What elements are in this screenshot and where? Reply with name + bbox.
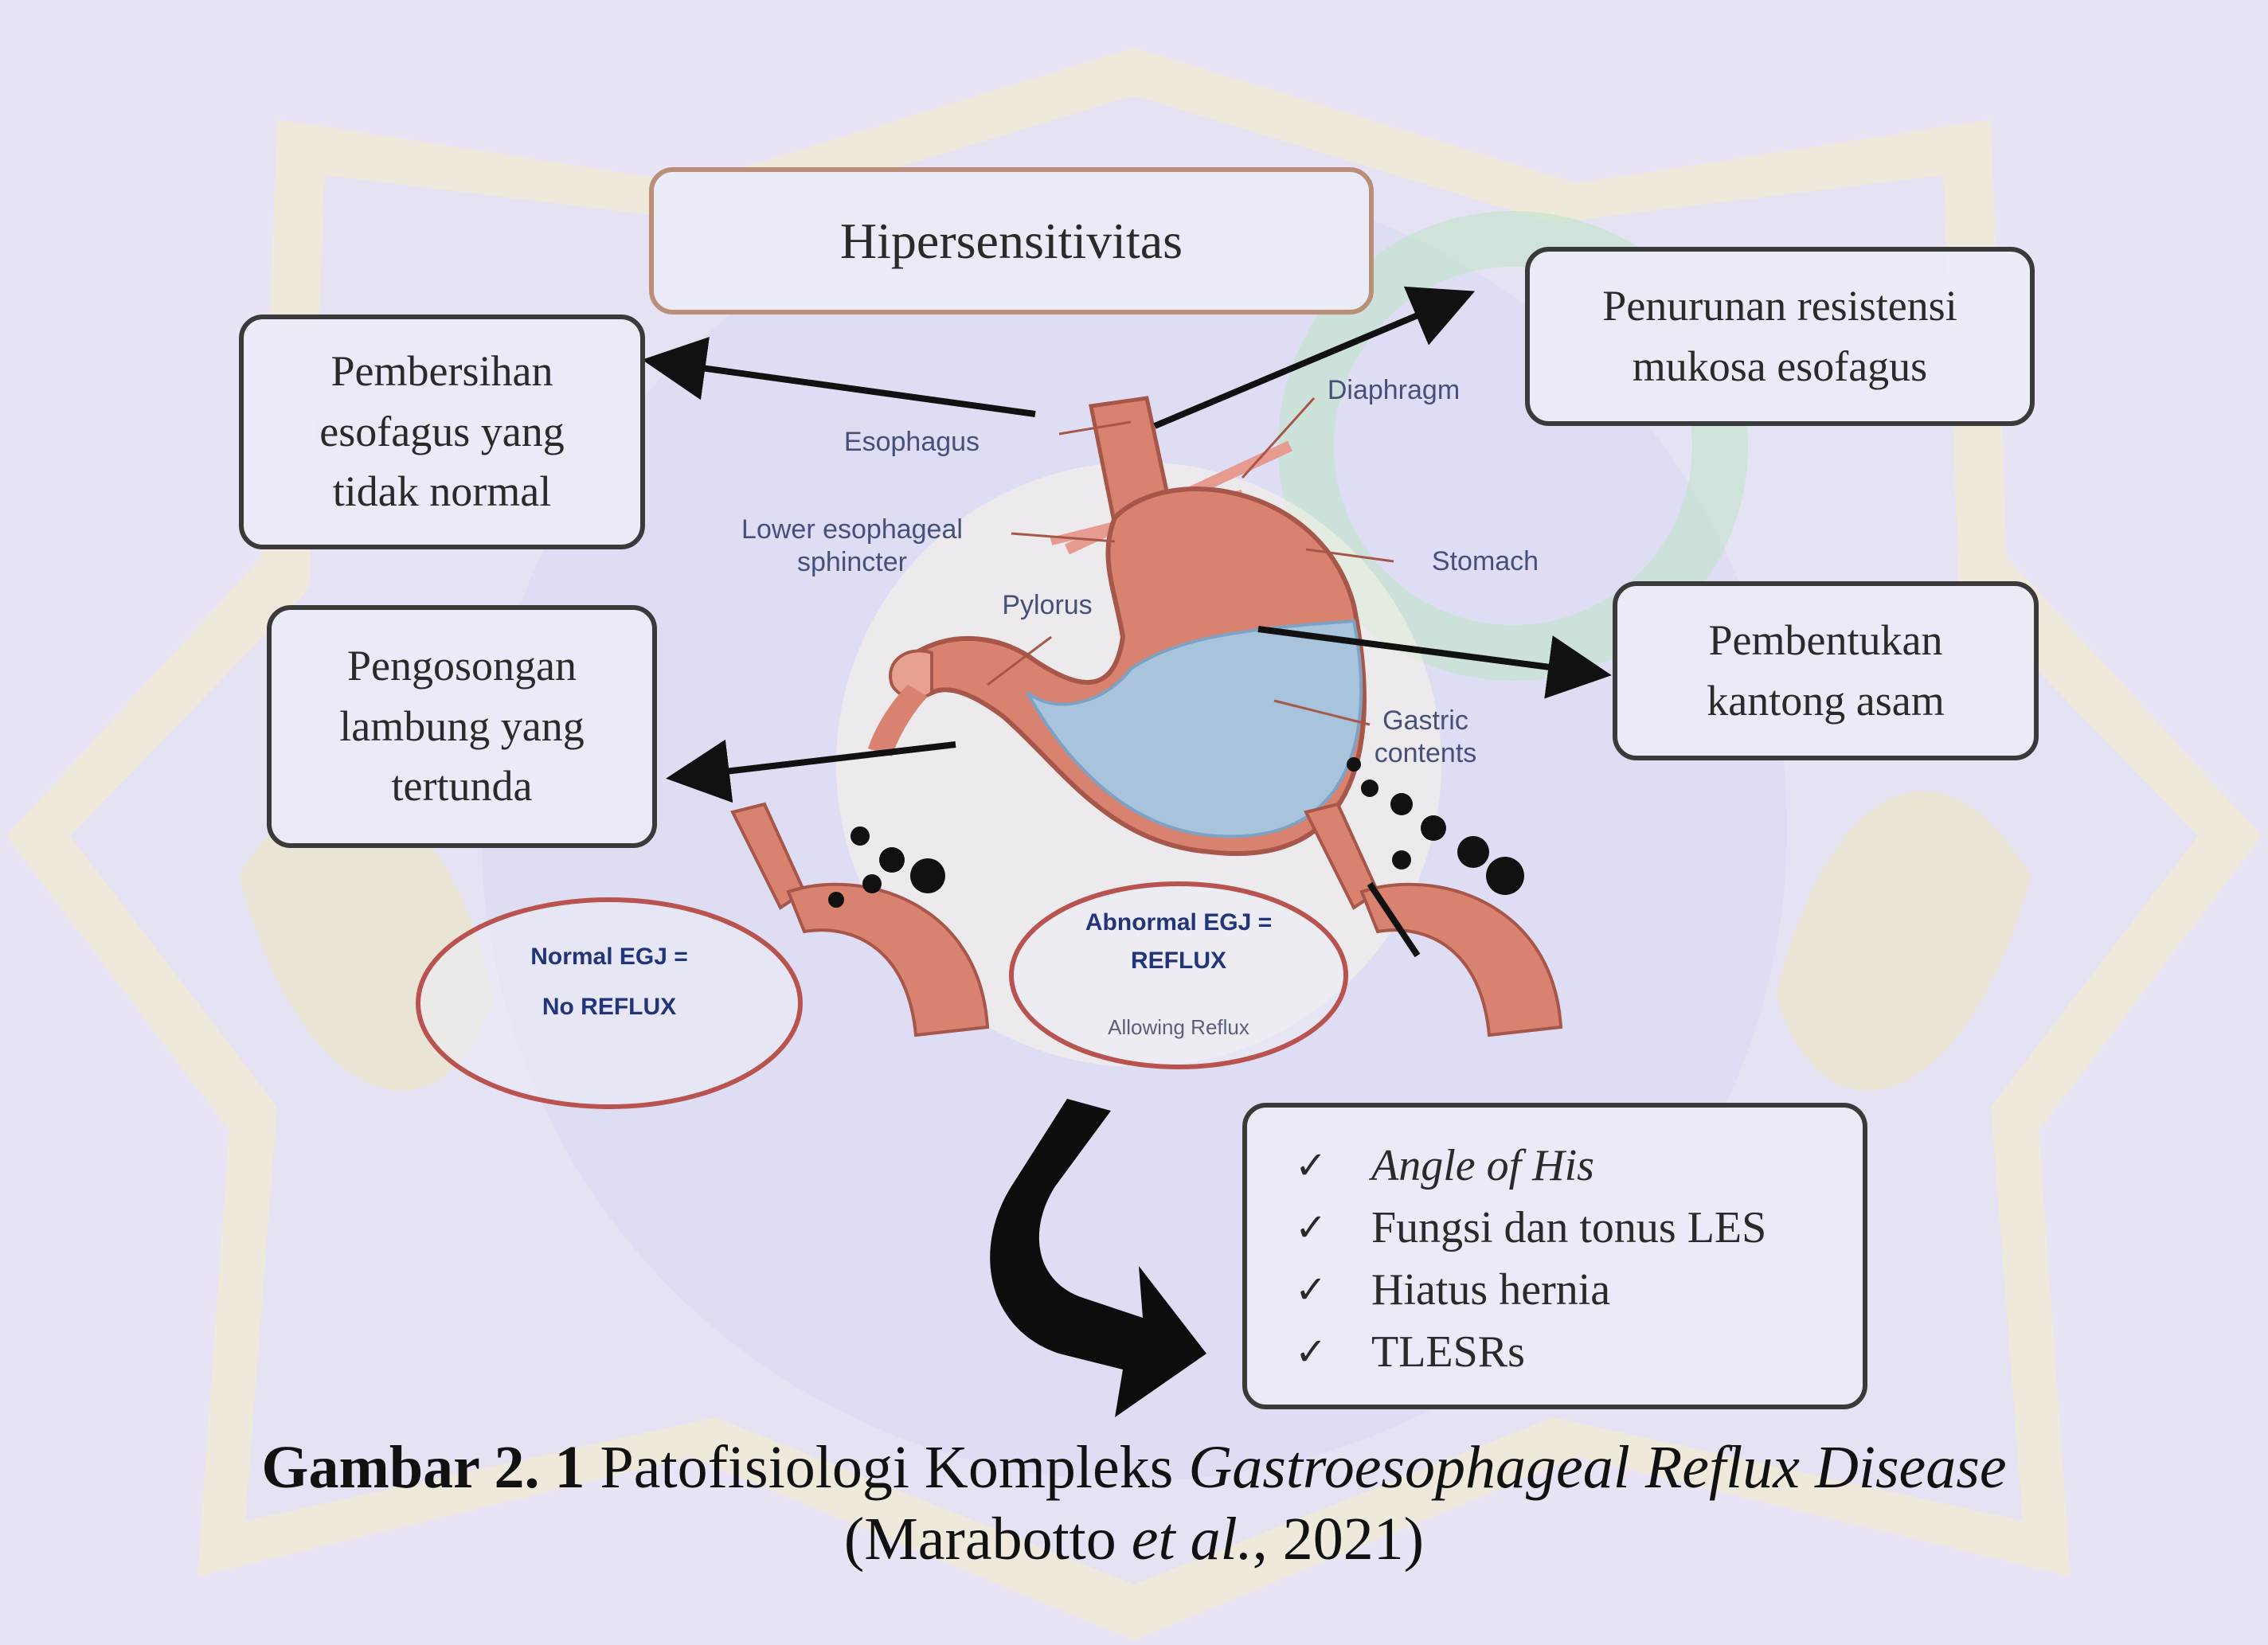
check-icon: ✓ bbox=[1295, 1135, 1371, 1197]
hipersensitivitas-label: Hipersensitivitas bbox=[840, 205, 1183, 277]
check-icon: ✓ bbox=[1295, 1321, 1371, 1383]
label-les: Lower esophageal sphincter bbox=[701, 514, 1003, 579]
citation-italic: et al. bbox=[1132, 1506, 1253, 1573]
check-icon: ✓ bbox=[1295, 1259, 1371, 1321]
caption-label: Gambar 2. 1 bbox=[261, 1434, 600, 1501]
caption-text: Patofisiologi Kompleks bbox=[600, 1434, 1188, 1501]
factor-text: Hiatus hernia bbox=[1371, 1259, 1610, 1321]
factors-list: ✓Angle of His ✓Fungsi dan tonus LES ✓Hia… bbox=[1295, 1135, 1766, 1383]
factor-text: TLESRs bbox=[1371, 1321, 1525, 1383]
pengosongan-box: Pengosongan lambung yang tertunda bbox=[267, 605, 657, 848]
factor-item: ✓Angle of His bbox=[1295, 1135, 1766, 1197]
label-stomach: Stomach bbox=[1402, 545, 1569, 578]
check-icon: ✓ bbox=[1295, 1197, 1371, 1259]
figure-caption: Gambar 2. 1 Patofisiologi Kompleks Gastr… bbox=[0, 1433, 2268, 1502]
citation-open: (Marabotto bbox=[844, 1506, 1132, 1573]
figure-citation: (Marabotto et al., 2021) bbox=[0, 1505, 2268, 1574]
pembentukan-box: Pembentukan kantong asam bbox=[1613, 581, 2039, 760]
label-esophagus: Esophagus bbox=[820, 426, 1003, 459]
penurunan-box: Penurunan resistensi mukosa esofagus bbox=[1525, 247, 2035, 426]
factor-item: ✓Fungsi dan tonus LES bbox=[1295, 1197, 1766, 1259]
pembersihan-label: Pembersihan esofagus yang tidak normal bbox=[319, 342, 564, 522]
caption-italic: Gastroesophageal Reflux Disease bbox=[1188, 1434, 2006, 1501]
arrow-to-pembersihan bbox=[661, 362, 1035, 414]
citation-close: , 2021) bbox=[1253, 1506, 1424, 1573]
pembersihan-box: Pembersihan esofagus yang tidak normal bbox=[239, 315, 645, 549]
label-gastric: Gastric contents bbox=[1354, 705, 1497, 770]
label-allowing-reflux: Allowing Reflux bbox=[1059, 1015, 1298, 1040]
leader-diaphragm bbox=[1242, 398, 1314, 478]
label-pylorus: Pylorus bbox=[980, 589, 1115, 622]
factor-item: ✓Hiatus hernia bbox=[1295, 1259, 1766, 1321]
pengosongan-label: Pengosongan lambung yang tertunda bbox=[339, 636, 584, 817]
label-abnormal-egj: Abnormal EGJ = REFLUX bbox=[1035, 904, 1322, 980]
penurunan-label: Penurunan resistensi mukosa esofagus bbox=[1602, 276, 1957, 397]
label-diaphragm: Diaphragm bbox=[1298, 374, 1489, 407]
label-normal-egj: Normal EGJ = No REFLUX bbox=[466, 932, 753, 1032]
pembentukan-label: Pembentukan kantong asam bbox=[1707, 611, 1944, 731]
factor-text: Fungsi dan tonus LES bbox=[1371, 1197, 1766, 1259]
factor-item: ✓TLESRs bbox=[1295, 1321, 1766, 1383]
factors-box: ✓Angle of His ✓Fungsi dan tonus LES ✓Hia… bbox=[1242, 1103, 1867, 1409]
curved-arrow bbox=[990, 1099, 1206, 1417]
factor-text: Angle of His bbox=[1371, 1135, 1594, 1197]
hipersensitivitas-box: Hipersensitivitas bbox=[649, 167, 1374, 315]
